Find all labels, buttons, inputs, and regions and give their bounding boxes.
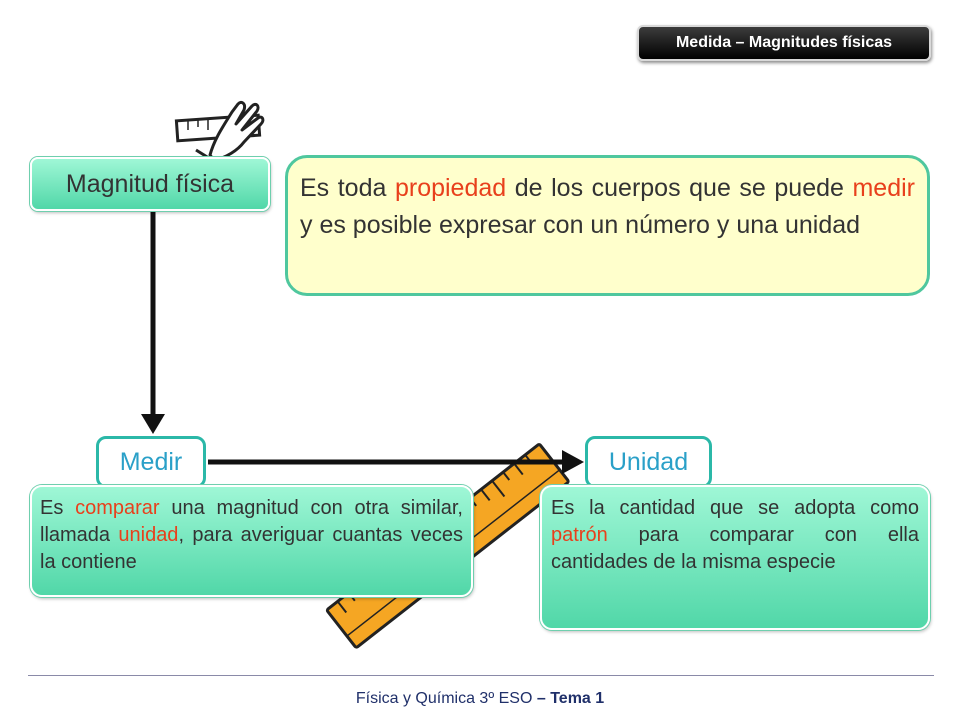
unidad-definition-box: Es la cantidad que se adopta como patrón… xyxy=(540,485,930,630)
definition-highlight-medir: medir xyxy=(852,174,915,202)
definition-text-1: Es toda xyxy=(300,174,395,202)
medir-highlight-comparar: comparar xyxy=(75,497,160,519)
unidad-highlight-patron: patrón xyxy=(551,524,608,546)
unidad-text-1: Es la cantidad que se adopta como xyxy=(551,497,919,519)
medir-definition-box: Es comparar una magnitud con otra simila… xyxy=(30,485,473,597)
unidad-text-2: para comparar con ella cantidades de la … xyxy=(551,524,919,573)
definition-text-3: y es posible expresar con un número y un… xyxy=(300,211,861,239)
header-badge: Medida – Magnitudes físicas xyxy=(637,25,931,61)
medir-highlight-unidad: unidad xyxy=(118,524,179,546)
footer-course: Física y Química 3º ESO xyxy=(355,690,533,707)
footer-dash: – xyxy=(532,690,551,707)
arrow-right xyxy=(208,450,584,474)
hand-ruler-icon xyxy=(174,100,265,162)
definition-text-2: de los cuerpos que se puede xyxy=(506,174,853,202)
definition-highlight-propiedad: propiedad xyxy=(394,174,507,202)
medir-label: Medir xyxy=(96,436,206,488)
medir-text-1: Es xyxy=(40,497,76,519)
arrow-down xyxy=(141,212,165,434)
unidad-label: Unidad xyxy=(585,436,712,488)
magnitud-fisica-label: Magnitud física xyxy=(30,157,270,211)
footer-divider xyxy=(28,675,934,676)
medir-text-2: una magnitud con otra similar, llamada xyxy=(40,497,463,546)
medir-text-3: , para averiguar cuantas veces la contie… xyxy=(40,524,463,573)
definition-box: Es toda propiedad de los cuerpos que se … xyxy=(285,155,930,296)
footer-topic: Tema 1 xyxy=(550,690,605,707)
footer: Física y Química 3º ESO – Tema 1 xyxy=(0,690,960,708)
